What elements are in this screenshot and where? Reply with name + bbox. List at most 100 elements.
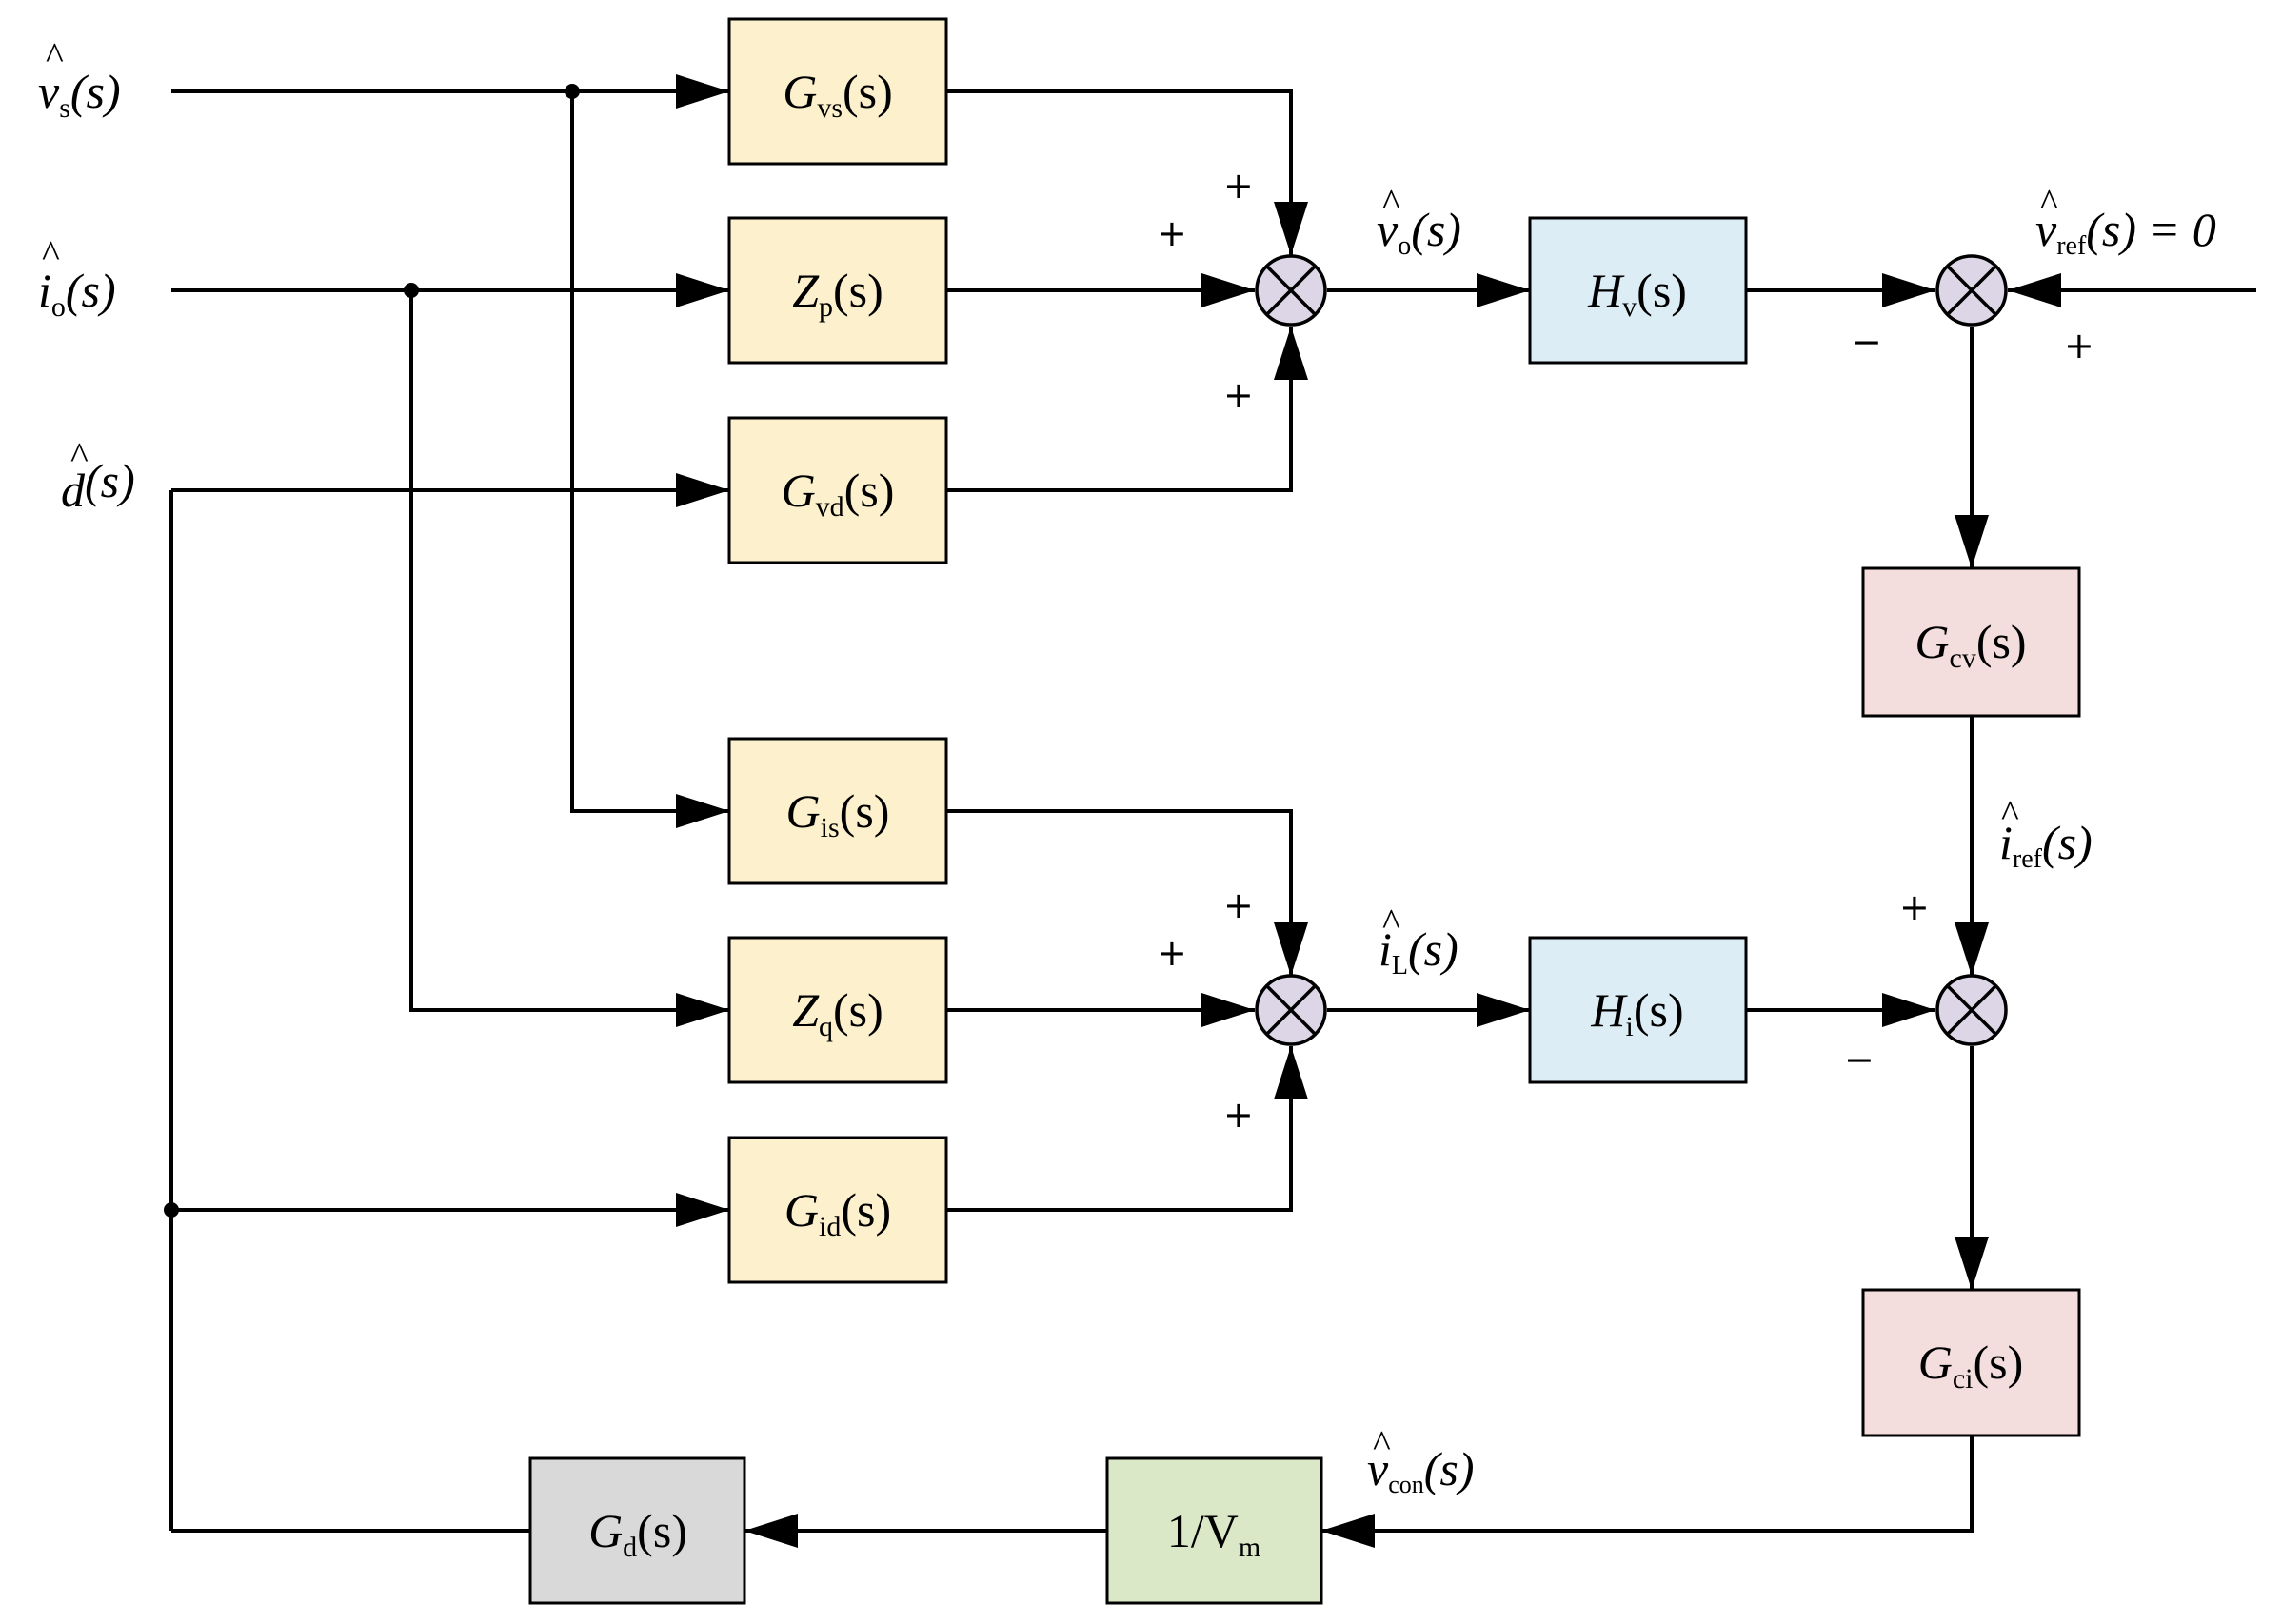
sign-gid-plus: +	[1223, 1094, 1254, 1136]
svg-text:^: ^	[46, 34, 64, 77]
label-zp: Zp(s)	[792, 264, 883, 323]
arrow-to-sum4-left	[1882, 993, 1935, 1027]
sign-iref-plus: +	[1899, 886, 1930, 928]
arrow-to-hv	[1477, 273, 1530, 307]
label-gcv: Gcv(s)	[1915, 615, 2026, 674]
svg-text:io(s): io(s)	[38, 264, 116, 323]
arrow-to-sum2-left	[1882, 273, 1935, 307]
junction-dots	[164, 84, 580, 1218]
block-zp	[727, 216, 948, 365]
arrow-to-hi	[1477, 993, 1530, 1027]
block-gcv	[1861, 566, 2081, 718]
sign-hv-minus: −	[1852, 321, 1882, 363]
summing-junctions	[1255, 254, 2008, 1046]
sign-gis-plus: +	[1223, 884, 1254, 926]
signal-io: ^ io(s)	[38, 232, 116, 323]
arrow-to-gcv	[1955, 515, 1989, 568]
label-hi: Hi(s)	[1590, 983, 1683, 1042]
junction-dot-vs	[565, 84, 580, 99]
arrow-to-sum3-bottom	[1274, 1046, 1308, 1099]
blocks	[528, 17, 2081, 1605]
block-gis	[727, 737, 948, 885]
arrowheads	[676, 74, 2061, 1548]
label-gci: Gci(s)	[1918, 1336, 2024, 1395]
svg-text:^: ^	[1373, 1422, 1391, 1465]
label-zq: Zq(s)	[792, 983, 883, 1042]
sum-vref	[1935, 254, 2008, 327]
sum-il	[1255, 974, 1327, 1046]
block-gvd	[727, 416, 948, 564]
block-gvs	[727, 17, 948, 166]
signal-il: ^ iL(s)	[1379, 901, 1458, 980]
arrow-to-gis	[676, 794, 729, 828]
label-gd: Gd(s)	[588, 1504, 687, 1563]
sign-zp-plus: +	[1157, 212, 1187, 254]
svg-text:^: ^	[70, 434, 89, 477]
svg-text:vo(s): vo(s)	[1377, 203, 1461, 261]
signal-labels: ^ vs(s) ^ io(s) ^ d(s) ^ vo(s) ^ vref(s)…	[38, 34, 2216, 1498]
signal-iref: ^ iref(s)	[1999, 792, 2093, 874]
arrow-to-sum4-top	[1955, 922, 1989, 976]
arrow-to-gd	[744, 1514, 798, 1548]
signal-vo: ^ vo(s)	[1377, 181, 1461, 261]
sign-gvs-plus: +	[1223, 165, 1254, 207]
sum-vo	[1255, 254, 1327, 327]
block-hv	[1528, 216, 1748, 365]
sign-gvd-plus: +	[1223, 374, 1254, 416]
arrow-to-sum1-left	[1201, 273, 1255, 307]
label-gis: Gis(s)	[786, 784, 890, 843]
junction-dot-io	[404, 283, 419, 298]
svg-text:vs(s): vs(s)	[38, 65, 121, 124]
arrow-to-sum1-bottom	[1274, 327, 1308, 380]
arrow-to-gci	[1955, 1237, 1989, 1290]
svg-text:vcon(s): vcon(s)	[1367, 1442, 1475, 1498]
signal-vcon: ^ vcon(s)	[1367, 1422, 1475, 1498]
block-hi	[1528, 936, 1748, 1084]
svg-text:iL(s): iL(s)	[1379, 922, 1458, 980]
arrow-to-sum2-right	[2008, 273, 2061, 307]
block-vm	[1105, 1456, 1323, 1605]
wire-io-branch	[409, 290, 729, 1012]
arrow-to-sum3-top	[1274, 922, 1308, 976]
summing-signs: + + + − + + + + + −	[1157, 165, 2094, 1136]
sign-vref-plus: +	[2064, 325, 2094, 366]
block-gid	[727, 1136, 948, 1284]
signal-d: ^ d(s)	[61, 434, 135, 517]
svg-text:^: ^	[1382, 901, 1400, 943]
svg-text:^: ^	[42, 232, 60, 275]
label-hv: Hv(s)	[1587, 264, 1687, 323]
svg-text:^: ^	[2001, 792, 2019, 835]
label-gvs: Gvs(s)	[783, 65, 893, 124]
svg-text:iref(s): iref(s)	[1999, 816, 2093, 874]
wire-gvd-out	[946, 327, 1293, 492]
arrow-to-sum3-left	[1201, 993, 1255, 1027]
label-vm: 1/Vm	[1167, 1504, 1260, 1563]
junction-dot-d	[164, 1202, 179, 1218]
sign-zq-plus: +	[1157, 932, 1187, 974]
block-zq	[727, 936, 948, 1084]
arrow-to-gvd	[676, 473, 729, 507]
signal-vs: ^ vs(s)	[38, 34, 121, 124]
label-gvd: Gvd(s)	[782, 464, 895, 523]
label-gid: Gid(s)	[784, 1183, 891, 1242]
svg-text:^: ^	[2040, 181, 2058, 224]
arrow-to-gid	[676, 1193, 729, 1227]
wire-gis-out	[946, 809, 1293, 976]
arrow-to-zp	[676, 273, 729, 307]
wire-vcon	[1321, 1436, 1974, 1533]
svg-text:vref(s) = 0: vref(s) = 0	[2035, 203, 2216, 261]
block-labels: Gvs(s) Zp(s) Gvd(s) Hv(s) Gcv(s) Gis(s) …	[588, 65, 2027, 1563]
arrow-to-sum1-top	[1274, 202, 1308, 255]
wire-gvs-out	[946, 89, 1293, 255]
wire-gid-out	[946, 1046, 1293, 1212]
arrow-to-gvs	[676, 74, 729, 109]
arrow-to-vm	[1321, 1514, 1375, 1548]
block-gci	[1861, 1288, 2081, 1437]
block-gd	[528, 1456, 746, 1605]
svg-text:^: ^	[1382, 181, 1400, 224]
wire-vs-branch	[570, 91, 729, 813]
sign-hi-minus: −	[1844, 1039, 1875, 1080]
svg-text:d(s): d(s)	[61, 454, 135, 517]
arrow-to-zq	[676, 993, 729, 1027]
